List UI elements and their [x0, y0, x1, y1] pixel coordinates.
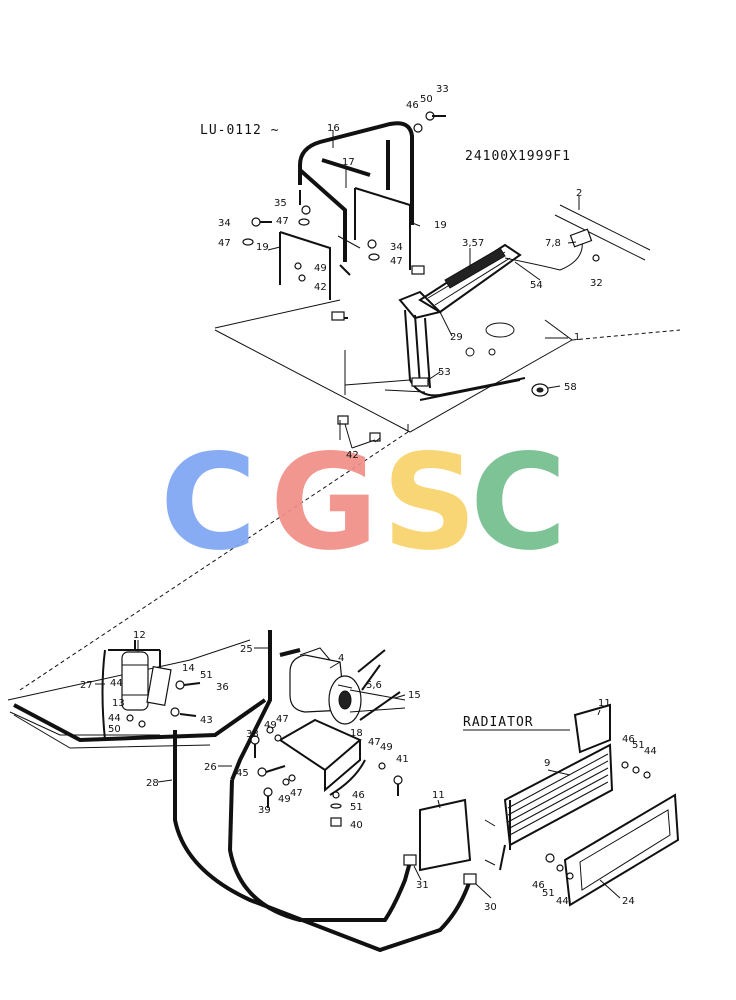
callout-42-lower: 42 — [346, 450, 359, 461]
callout-4: 4 — [338, 653, 344, 664]
callout-7-8: 7,8 — [545, 238, 561, 249]
leader-lines — [95, 130, 621, 899]
callout-14: 14 — [182, 663, 195, 674]
callout-54: 54 — [530, 280, 543, 291]
callout-44-drier: 44 — [108, 713, 121, 724]
callout-44-lower-right: 44 — [556, 896, 569, 907]
callout-3-57: 3,57 — [462, 238, 484, 249]
callout-28: 28 — [146, 778, 159, 789]
roll-bar-frame — [279, 121, 425, 321]
callout-42-upper: 42 — [314, 282, 327, 293]
callout-46-lower-right: 46 — [532, 880, 545, 891]
callout-11-left: 11 — [432, 790, 445, 801]
callout-27: 27 — [80, 680, 93, 691]
callout-47-upper-c: 47 — [390, 256, 403, 267]
callout-53: 53 — [438, 367, 451, 378]
callout-46-upper: 46 — [406, 100, 419, 111]
callout-11-right: 11 — [598, 698, 611, 709]
callout-45: 45 — [236, 768, 249, 779]
callout-44-upper-right: 44 — [644, 746, 657, 757]
callout-43: 43 — [200, 715, 213, 726]
callout-36: 36 — [216, 682, 229, 693]
callout-34-right: 34 — [390, 242, 403, 253]
watermark-letter-c2: C — [470, 426, 567, 580]
callout-labels: 2 1 3,57 4 5,6 7,8 9 11 11 12 13 14 15 1… — [80, 84, 657, 913]
callout-46-bracket: 46 — [352, 790, 365, 801]
watermark-letter-s: S — [382, 426, 477, 580]
callout-31: 31 — [416, 880, 429, 891]
callout-16: 16 — [327, 123, 340, 134]
callout-47-lower-c: 47 — [290, 788, 303, 799]
radiator-label: RADIATOR — [463, 715, 534, 730]
callout-24: 24 — [622, 896, 635, 907]
callout-51-lower-right: 51 — [542, 888, 555, 899]
callout-2: 2 — [576, 188, 582, 199]
callout-17: 17 — [342, 157, 355, 168]
condenser-radiator — [419, 703, 680, 907]
callout-49-lower-a: 49 — [264, 720, 277, 731]
connection-line-upper — [19, 431, 409, 691]
cgsc-watermark: C G S C — [160, 426, 567, 580]
callout-29: 29 — [450, 332, 463, 343]
ac-hoses — [173, 630, 477, 953]
callout-39: 39 — [258, 805, 271, 816]
callout-15: 15 — [408, 690, 421, 701]
heater-harness — [504, 239, 583, 271]
watermark-letter-g: G — [270, 426, 378, 580]
callout-32: 32 — [590, 278, 603, 289]
callout-38: 38 — [246, 729, 259, 740]
model-serial-label: LU-0112 ~ — [200, 123, 279, 138]
callout-51-upper-right: 51 — [632, 740, 645, 751]
callout-26: 26 — [204, 762, 217, 773]
callout-13: 13 — [112, 698, 125, 709]
callout-58: 58 — [564, 382, 577, 393]
callout-44-mid: 44 — [110, 678, 123, 689]
callout-1: 1 — [574, 332, 580, 343]
callout-9: 9 — [544, 758, 550, 769]
callout-49-lower-c: 49 — [278, 794, 291, 805]
blower-switch — [554, 204, 651, 262]
callout-19-left: 19 — [256, 242, 269, 253]
callout-50-lower: 50 — [108, 724, 121, 735]
part-number-label: 24100X1999F1 — [465, 149, 571, 164]
callout-51-drier: 51 — [200, 670, 213, 681]
callout-50-upper: 50 — [420, 94, 433, 105]
callout-51-bracket: 51 — [350, 802, 363, 813]
callout-47-upper-a: 47 — [276, 216, 289, 227]
callout-34-left: 34 — [218, 218, 231, 229]
callout-33: 33 — [436, 84, 449, 95]
hardware-lower — [126, 680, 403, 827]
frame-rail — [7, 639, 267, 749]
callout-12: 12 — [133, 630, 146, 641]
callout-49-upper: 49 — [314, 263, 327, 274]
callout-47-lower-b: 47 — [368, 737, 381, 748]
connection-line-right — [571, 329, 681, 341]
drive-belt — [349, 689, 406, 713]
callout-49-lower-b: 49 — [380, 742, 393, 753]
callout-19-right: 19 — [434, 220, 447, 231]
callout-47-lower-a: 47 — [276, 714, 289, 725]
grommet — [531, 383, 549, 397]
callout-47-upper-b: 47 — [218, 238, 231, 249]
callout-40: 40 — [350, 820, 363, 831]
callout-41: 41 — [396, 754, 409, 765]
callout-46-upper-right: 46 — [622, 734, 635, 745]
floor-plate — [214, 299, 573, 433]
hardware-upper — [242, 111, 446, 443]
callout-18: 18 — [350, 728, 363, 739]
receiver-drier — [101, 640, 172, 741]
heater-unit — [398, 243, 526, 401]
callout-25: 25 — [240, 644, 253, 655]
callout-35: 35 — [274, 198, 287, 209]
callout-5-6: 5,6 — [366, 680, 382, 691]
watermark-letter-c1: C — [160, 426, 257, 580]
callout-30: 30 — [484, 902, 497, 913]
